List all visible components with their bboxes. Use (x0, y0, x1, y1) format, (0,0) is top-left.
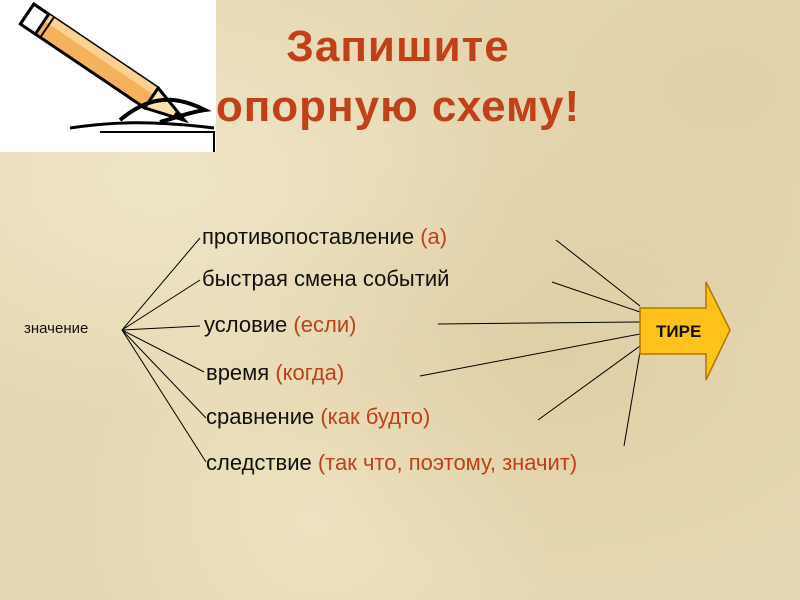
arrow-shape (639, 281, 731, 381)
item-main: время (206, 360, 270, 385)
item-main: противопоставление (202, 224, 415, 249)
pencil-writing-icon (0, 0, 216, 152)
list-item: противопоставление (а) (202, 224, 447, 250)
item-main: сравнение (206, 404, 315, 429)
item-note: (когда) (275, 360, 345, 385)
list-item: условие (если) (204, 312, 356, 338)
item-note: (так что, поэтому, значит) (317, 450, 578, 475)
item-note: (как будто) (320, 404, 431, 429)
source-label: значение (24, 320, 89, 337)
title-line-1: Запишите (286, 22, 510, 71)
list-item: следствие (так что, поэтому, значит) (206, 450, 577, 476)
item-note: (если) (293, 312, 357, 337)
list-item: быстрая смена событий (202, 266, 449, 292)
target-label: ТИРЕ (656, 322, 702, 341)
title-line-2: опорную схему! (215, 82, 581, 131)
list-item: сравнение (как будто) (206, 404, 430, 430)
item-note: (а) (420, 224, 448, 249)
list-item: время (когда) (206, 360, 344, 386)
item-main: следствие (206, 450, 312, 475)
item-main: условие (204, 312, 288, 337)
item-main: быстрая смена событий (202, 266, 450, 291)
